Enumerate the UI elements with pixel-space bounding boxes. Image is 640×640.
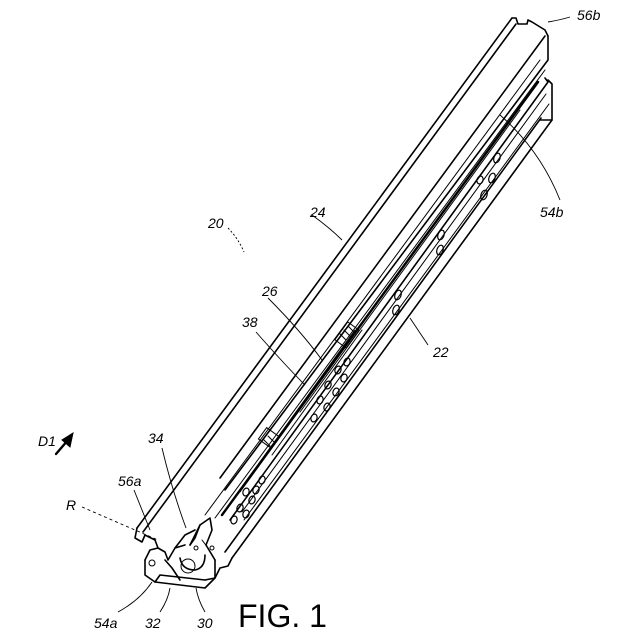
figure-caption: FIG. 1 xyxy=(238,598,327,634)
label-54a: 54a xyxy=(94,615,118,631)
label-32: 32 xyxy=(145,615,161,631)
label-34: 34 xyxy=(148,430,164,446)
label-54b: 54b xyxy=(540,204,564,220)
label-d1: D1 xyxy=(38,433,56,449)
intermediate-rail-26 xyxy=(222,78,548,520)
label-56a: 56a xyxy=(118,473,142,489)
label-r: R xyxy=(66,497,76,513)
label-22: 22 xyxy=(432,344,449,360)
label-38: 38 xyxy=(242,314,258,330)
label-26: 26 xyxy=(261,283,278,299)
front-end-assembly xyxy=(145,518,215,588)
direction-arrow-d1 xyxy=(56,433,73,454)
label-20: 20 xyxy=(207,215,224,231)
leader-lines xyxy=(118,17,570,612)
mounting-holes xyxy=(230,152,502,525)
outer-rail-24 xyxy=(135,18,548,548)
label-24: 24 xyxy=(309,204,326,220)
label-30: 30 xyxy=(197,615,213,631)
label-56b: 56b xyxy=(577,7,601,23)
